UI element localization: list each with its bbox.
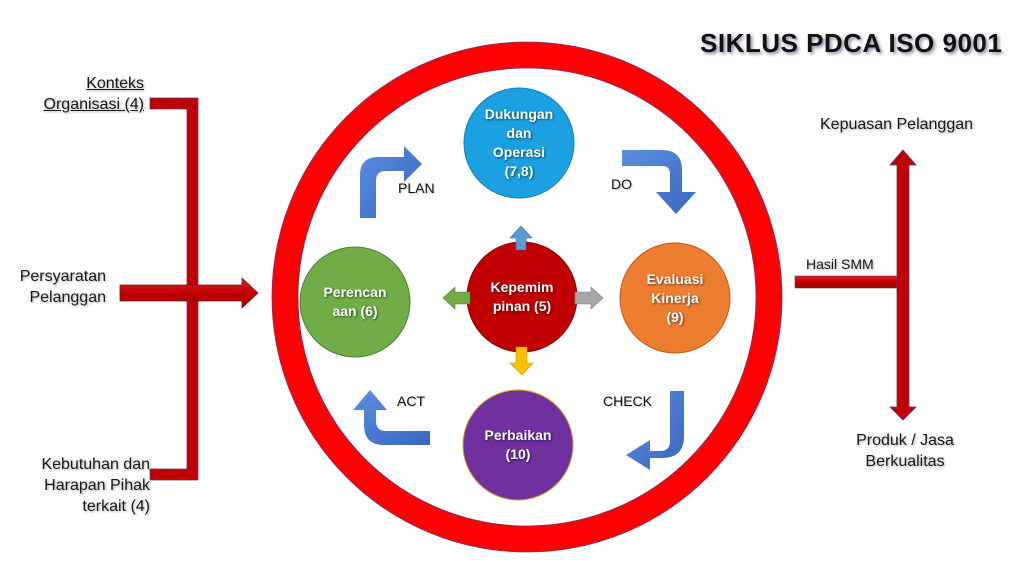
phase-act-label: ACT: [397, 393, 425, 409]
output-result-label: Hasil SMM: [806, 256, 874, 272]
node-improvement-text: Perbaikan(10): [484, 427, 552, 462]
node-support-operation: [463, 87, 575, 199]
arrow-down-icon: [509, 346, 534, 376]
input-stakeholders-label: Kebutuhan dan Harapan Pihak terkait (4): [41, 456, 150, 515]
node-performance-evaluation: [619, 242, 731, 354]
output-double-arrow: [889, 149, 917, 421]
phase-do-label: DO: [611, 176, 632, 192]
plan-cycle-arrow: [360, 146, 422, 218]
input-context-label: Konteks Organisasi (4): [43, 75, 144, 113]
node-improvement: [462, 389, 574, 501]
node-planning: [299, 246, 411, 358]
check-cycle-arrow: [626, 391, 684, 470]
arrow-left-icon: [442, 286, 471, 310]
pdca-ring: [272, 42, 782, 552]
output-quality-product-label: Produk / Jasa Berkualitas: [856, 432, 954, 470]
do-cycle-arrow: [622, 150, 696, 214]
arrow-right-icon: [574, 286, 604, 310]
diagram-title: SIKLUS PDCA ISO 9001: [700, 28, 1003, 58]
input-customer-requirements-label: Persyaratan Pelanggan: [19, 268, 106, 306]
result-bar: [794, 275, 906, 289]
output-customer-satisfaction-label: Kepuasan Pelanggan: [820, 116, 974, 133]
phase-plan-label: PLAN: [398, 180, 435, 196]
phase-check-label: CHECK: [603, 393, 653, 409]
customer-requirements-arrow: [119, 277, 259, 309]
arrow-up-icon: [509, 225, 533, 251]
act-cycle-arrow: [353, 390, 430, 445]
